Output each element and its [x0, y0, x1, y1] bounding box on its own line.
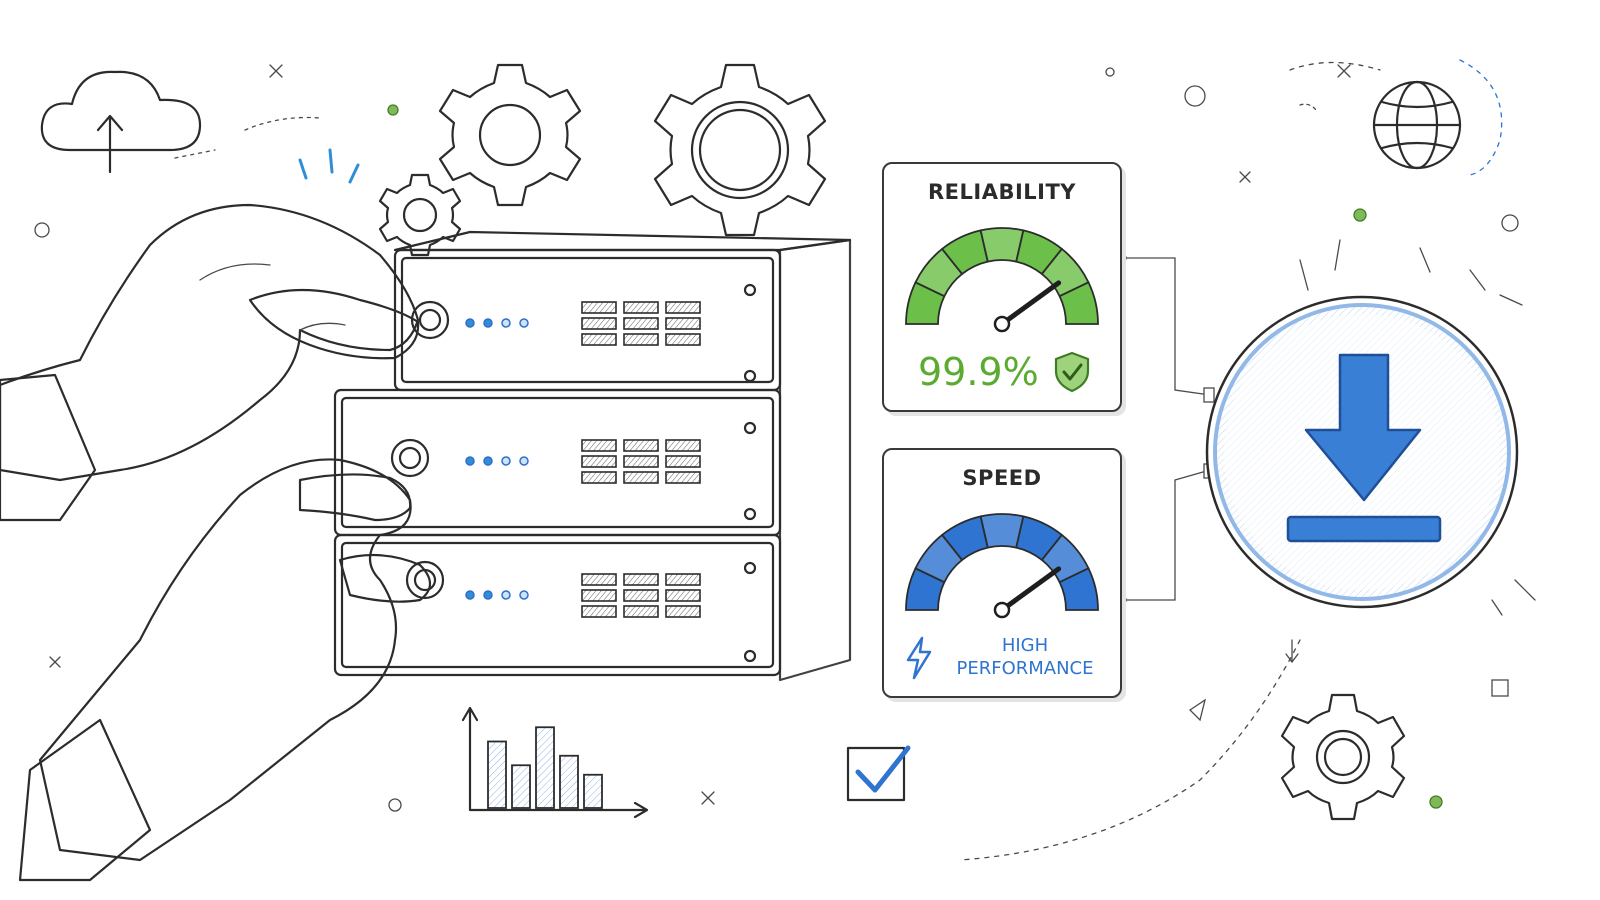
reliability-title: RELIABILITY — [927, 180, 1076, 204]
speed-label-line1: HIGH — [1001, 635, 1049, 656]
vent-slot — [665, 333, 701, 346]
cloud-upload-icon — [40, 70, 216, 174]
reliability-gauge-needle — [999, 280, 1062, 327]
status-led — [501, 456, 511, 466]
status-led — [465, 590, 475, 600]
hand-upper — [0, 203, 420, 522]
speed-title: SPEED — [962, 466, 1042, 490]
chart-bar — [559, 754, 579, 809]
vent-slot — [581, 605, 617, 618]
checkbox-checked-icon — [846, 745, 911, 802]
server-unit — [333, 388, 782, 537]
status-led — [501, 590, 511, 600]
vent-slot — [665, 439, 701, 452]
chart-bar — [511, 764, 531, 809]
chart-bar — [487, 740, 507, 809]
vent-slot — [623, 573, 659, 586]
vent-slot — [623, 317, 659, 330]
gear-icon — [438, 63, 582, 207]
reliability-gauge-segment — [1058, 281, 1099, 325]
vent-slot — [581, 589, 617, 602]
vent-slot — [665, 573, 701, 586]
status-led — [519, 590, 529, 600]
status-led — [519, 318, 529, 328]
gear-icon — [1280, 693, 1406, 821]
status-led — [483, 318, 493, 328]
bar-chart-icon — [461, 706, 649, 819]
server-rack — [333, 230, 852, 682]
globe-icon — [1372, 80, 1462, 170]
status-led — [465, 318, 475, 328]
vent-slot — [623, 455, 659, 468]
vent-slot — [623, 301, 659, 314]
vent-slot — [623, 589, 659, 602]
vent-slot — [581, 439, 617, 452]
download-icon[interactable] — [1205, 239, 1536, 616]
vent-slot — [581, 471, 617, 484]
chart-bar — [535, 726, 555, 809]
speed-label: HIGH PERFORMANCE — [940, 634, 1110, 680]
reliability-gauge-hub — [993, 315, 1011, 333]
reliability-gauge — [905, 227, 1099, 333]
status-led — [501, 318, 511, 328]
speed-gauge — [905, 513, 1099, 619]
vent-slot — [623, 471, 659, 484]
sparkle-icon — [298, 148, 360, 184]
speed-card: SPEED HIGH PERFORMANCE — [882, 448, 1122, 698]
status-led — [465, 456, 475, 466]
vent-slot — [665, 455, 701, 468]
status-led — [483, 590, 493, 600]
speed-gauge-segment — [1058, 567, 1099, 611]
vent-slot — [665, 317, 701, 330]
vent-slot — [623, 439, 659, 452]
vent-slot — [581, 455, 617, 468]
shield-check-icon — [1054, 351, 1090, 393]
chart-bar — [583, 773, 603, 809]
reliability-card: RELIABILITY 99.9% — [882, 162, 1122, 412]
status-led — [519, 456, 529, 466]
vent-slot — [665, 589, 701, 602]
reliability-value: 99.9% — [918, 350, 1039, 394]
speed-gauge-needle — [999, 566, 1062, 613]
vent-slot — [665, 301, 701, 314]
vent-slot — [665, 471, 701, 484]
status-led — [483, 456, 493, 466]
lightning-icon — [906, 636, 932, 680]
vent-slot — [581, 573, 617, 586]
gear-icon — [653, 63, 827, 237]
vent-slot — [581, 301, 617, 314]
server-unit — [333, 533, 782, 677]
vent-slot — [623, 333, 659, 346]
hand-lower — [18, 458, 432, 882]
vent-slot — [665, 605, 701, 618]
speed-gauge-hub — [993, 601, 1011, 619]
vent-slot — [581, 317, 617, 330]
speed-label-line2: PERFORMANCE — [956, 658, 1094, 679]
vent-slot — [623, 605, 659, 618]
vent-slot — [581, 333, 617, 346]
gear-icon — [378, 173, 462, 257]
